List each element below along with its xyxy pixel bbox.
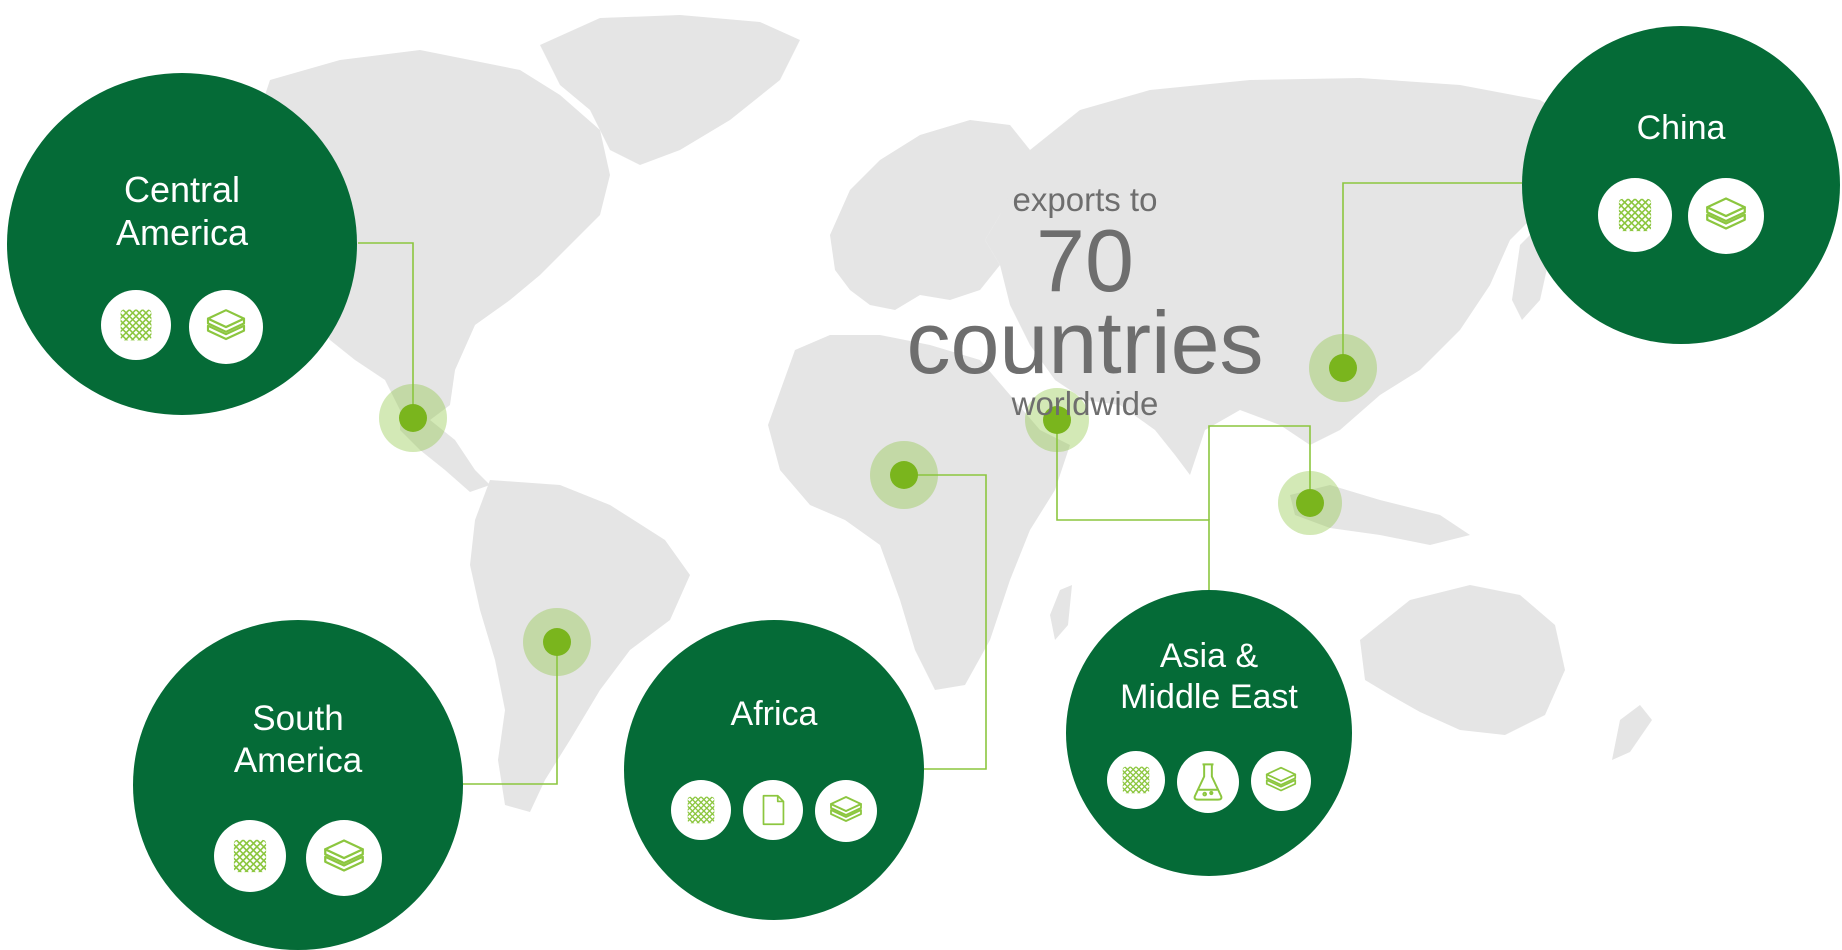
landmass-central-america: [400, 408, 490, 492]
region-south-america: South America: [133, 620, 463, 950]
region-title-line: China: [1636, 109, 1726, 147]
region-title: Africa: [624, 694, 924, 735]
region-africa: Africa: [624, 620, 924, 920]
marker-dot-africa: [890, 461, 918, 489]
connector-south-america: [460, 642, 558, 785]
region-title-line: South: [252, 699, 344, 738]
region-title-line: Central: [123, 169, 241, 210]
region-icons: [133, 820, 463, 896]
region-title-line: America: [233, 741, 363, 780]
mesh-icon: [214, 820, 286, 892]
layers-icon: [1688, 178, 1764, 254]
landmass-indonesia: [1290, 485, 1470, 545]
headline-worldwide: worldwide: [1011, 385, 1159, 422]
layers-icon: [189, 290, 263, 364]
connector-lines: [358, 182, 1522, 785]
landmass-south-america: [470, 480, 690, 812]
region-china: China: [1522, 26, 1840, 344]
mesh-icon: [671, 780, 731, 840]
connector-asia-southeast: [1208, 425, 1311, 520]
marker-dot-south-america: [543, 628, 571, 656]
region-icons: [1522, 178, 1840, 254]
layers-icon: [306, 820, 382, 896]
mesh-icon: [101, 290, 171, 360]
layers-icon: [1251, 751, 1311, 811]
region-title-line: Middle East: [1120, 677, 1298, 716]
document-icon: [743, 780, 803, 840]
marker-dot-china: [1329, 354, 1357, 382]
landmass-asia: [985, 78, 1590, 475]
landmass-north-america: [260, 50, 610, 420]
location-markers: [379, 334, 1377, 676]
headline: exports to 70 countries worldwide: [850, 180, 1320, 424]
landmass-madagascar: [1050, 585, 1072, 640]
landmass-australia: [1360, 585, 1565, 735]
region-icons: [1066, 751, 1352, 813]
land-masses: [260, 15, 1652, 812]
region-asia-middle-east: Asia & Middle East: [1066, 590, 1352, 876]
region-title: Asia & Middle East: [1066, 636, 1352, 718]
connector-central-america: [358, 242, 414, 418]
landmass-europe: [830, 120, 1030, 310]
layers-icon: [815, 780, 877, 842]
flask-icon: [1177, 751, 1239, 813]
region-icons: [7, 290, 357, 364]
landmass-africa: [768, 335, 1070, 690]
connector-china: [1342, 182, 1522, 368]
region-title: Central America: [7, 168, 357, 254]
region-title-line: America: [115, 212, 249, 254]
region-title-line: Africa: [730, 695, 818, 733]
region-title: China: [1522, 108, 1840, 149]
mesh-icon: [1598, 178, 1672, 252]
region-icons: [624, 780, 924, 842]
landmass-new-zealand: [1612, 705, 1652, 760]
marker-dot-middle-east: [1043, 406, 1071, 434]
headline-countries: 70 countries: [906, 211, 1264, 392]
region-central-america: Central America: [7, 73, 357, 415]
connector-africa: [904, 474, 987, 770]
marker-dot-central-america: [399, 404, 427, 432]
region-title: South America: [133, 698, 463, 782]
marker-dot-southeast-asia: [1296, 489, 1324, 517]
mesh-icon: [1107, 751, 1165, 809]
headline-exports-to: exports to: [1012, 181, 1158, 218]
region-title-line: Asia &: [1159, 637, 1259, 675]
connector-asia-middle-east: [1056, 420, 1210, 590]
landmass-greenland: [540, 15, 800, 165]
